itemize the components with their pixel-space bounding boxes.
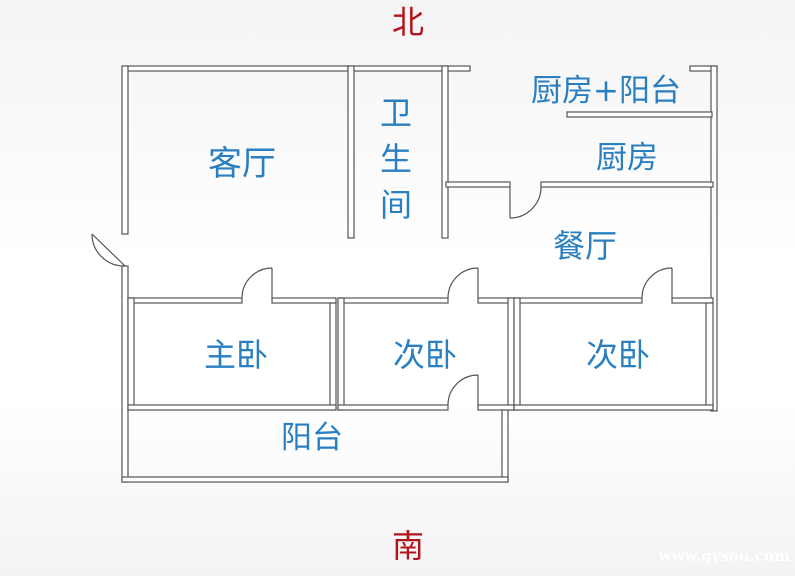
wall-master-bottom <box>127 404 337 411</box>
label-balcony: 阳台 <box>281 420 343 456</box>
wall-bed2-bottom-left <box>337 404 449 411</box>
label-living-room: 客厅 <box>208 144 276 184</box>
room-labels: 客厅 卫 生 间 厨房+阳台 厨房 餐厅 主卧 次卧 次卧 阳台 <box>204 73 681 456</box>
label-dining-room: 餐厅 <box>553 227 617 265</box>
label-bathroom-1: 卫 <box>380 94 412 132</box>
door-master-bedroom <box>241 267 273 299</box>
wall-left-upper <box>121 65 129 235</box>
door-second-bedroom-top <box>447 267 479 299</box>
wall-bed3-top-right <box>671 297 714 304</box>
label-second-bedroom-1: 次卧 <box>393 336 457 374</box>
wall-bed2-bottom-right <box>477 404 515 411</box>
compass-south: 南 <box>392 527 424 565</box>
door-second-bedroom-balcony <box>447 374 479 406</box>
wall-bed2-left <box>337 297 345 411</box>
label-second-bedroom-2: 次卧 <box>586 336 650 374</box>
wall-bed2-top-left <box>337 297 449 304</box>
label-master-bedroom: 主卧 <box>204 336 268 374</box>
label-bathroom-2: 生 <box>380 140 412 178</box>
doors <box>91 186 673 406</box>
wall-bed2-right <box>507 297 515 411</box>
wall-balcony-bottom <box>121 476 509 483</box>
walls <box>121 65 718 483</box>
wall-bed3-right <box>705 302 714 411</box>
label-kitchen: 厨房 <box>596 140 658 176</box>
wall-kitchen-balcony-divider <box>566 111 713 118</box>
wall-top-middle <box>347 65 471 72</box>
wall-bed3-top-left <box>513 297 643 304</box>
compass-north: 北 <box>392 3 424 41</box>
watermark: www.gysou.com <box>658 547 790 565</box>
wall-balcony-right <box>501 409 509 483</box>
wall-master-top-right <box>271 297 337 304</box>
door-entrance <box>91 233 126 267</box>
wall-bed3-bottom <box>513 404 714 411</box>
wall-kitchen-bottom-right <box>540 181 714 188</box>
wall-bed3-left <box>513 297 521 411</box>
wall-bathroom-right <box>441 65 449 239</box>
wall-master-top-left <box>127 297 243 304</box>
wall-kitchen-bottom-left <box>445 181 511 188</box>
wall-bathroom-left <box>347 65 355 239</box>
door-kitchen <box>509 186 542 219</box>
wall-left-lower <box>121 265 129 483</box>
label-kitchen-balcony: 厨房+阳台 <box>531 73 681 109</box>
wall-right <box>710 65 718 412</box>
wall-master-right <box>329 302 337 411</box>
wall-master-left <box>127 297 135 411</box>
wall-top-left <box>124 65 349 72</box>
door-third-bedroom <box>641 267 673 299</box>
label-bathroom-3: 间 <box>380 186 412 224</box>
